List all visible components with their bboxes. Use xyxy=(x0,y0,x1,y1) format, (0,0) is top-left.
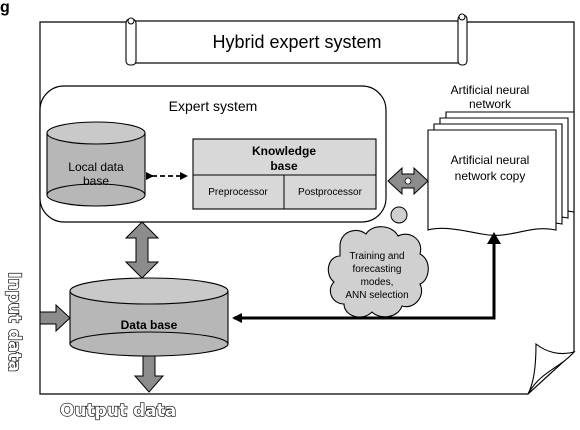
preprocessor-label: Preprocessor xyxy=(208,187,268,198)
output-arrow xyxy=(133,355,165,393)
knowledge-base-line-2: base xyxy=(270,159,298,173)
thought-bubble-large xyxy=(390,206,408,224)
scroll-banner: Hybrid expert system xyxy=(125,13,468,66)
training-modes-cloud: Training and forecasting modes, ANN sele… xyxy=(327,226,429,318)
ann-to-database-line xyxy=(232,238,496,323)
input-arrow xyxy=(39,303,71,333)
local-db-line-1: Local data xyxy=(68,160,124,174)
knowledge-base-box: Knowledge base Preprocessor Postprocesso… xyxy=(192,138,377,210)
cloud-line-4: ANN selection xyxy=(345,290,408,301)
postprocessor-label: Postprocessor xyxy=(298,187,363,198)
es-ann-double-arrow xyxy=(387,166,429,196)
scroll-title: Hybrid expert system xyxy=(212,32,381,52)
corner-fragment-text: g xyxy=(0,0,10,16)
cloud-line-3: modes, xyxy=(361,277,394,288)
cloud-line-2: forecasting xyxy=(353,264,402,275)
local-db-line-2: base xyxy=(83,174,109,188)
expert-system-title: Expert system xyxy=(169,98,258,114)
output-data-label: Output data xyxy=(60,401,176,421)
sheet-curl xyxy=(527,342,576,395)
ann-copy-line-2: network copy xyxy=(455,169,526,183)
local-database-cylinder: Local data base xyxy=(46,121,146,207)
database-label: Data base xyxy=(121,318,178,332)
input-data-label: Input data xyxy=(4,272,24,372)
ann-copy-line-1: Artificial neural xyxy=(451,153,530,167)
ann-title-line-2: network xyxy=(469,97,512,111)
database-cylinder: Data base xyxy=(69,277,229,357)
ann-title-line-1: Artificial neural xyxy=(451,83,530,97)
knowledge-base-line-1: Knowledge xyxy=(252,144,316,158)
cloud-line-1: Training and xyxy=(349,251,404,262)
ann-up-arrowhead xyxy=(487,232,501,244)
ann-document-stack: Artificial neural network copy xyxy=(427,111,575,236)
